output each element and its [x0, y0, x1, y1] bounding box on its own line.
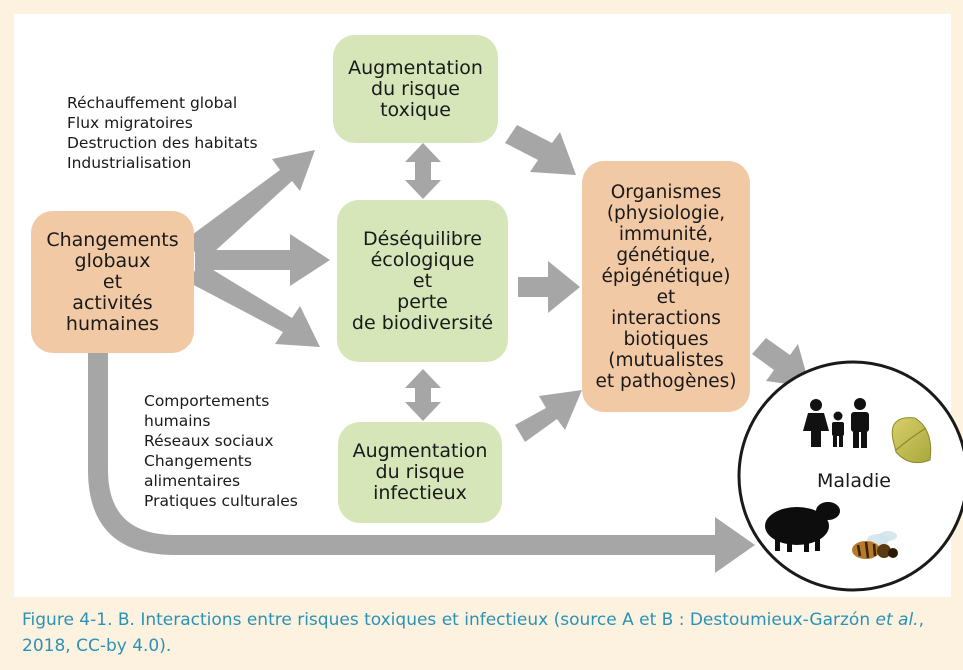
driver-item: Flux migratoires — [67, 114, 193, 132]
box-risque-infectieux: Augmentation du risque infectieux — [338, 422, 502, 523]
arrow-desequilibre-to-organismes — [518, 261, 580, 313]
drivers-list-top: Réchauffement global Flux migratoires De… — [67, 93, 258, 173]
caption-italic: et al. — [875, 610, 919, 630]
double-arrow-top — [405, 143, 441, 199]
arrow-to-infectieux — [188, 262, 320, 347]
people-family-icon — [803, 398, 869, 448]
arrow-to-maladie — [88, 352, 755, 573]
driver-item: Réchauffement global — [67, 94, 238, 112]
arrow-to-toxique — [185, 150, 315, 262]
maladie-label: Maladie — [817, 470, 891, 492]
driver-item: alimentaires — [144, 472, 241, 490]
driver-item: Industrialisation — [67, 154, 192, 172]
double-arrow-bottom — [405, 369, 441, 421]
drivers-list-bottom: Comportements humains Réseaux sociaux Ch… — [144, 391, 298, 511]
box-risque-toxique: Augmentation du risque toxique — [333, 35, 498, 143]
driver-item: Destruction des habitats — [67, 134, 258, 152]
driver-item: Pratiques culturales — [144, 492, 298, 510]
driver-item: humains — [144, 412, 211, 430]
box-changements-globaux: Changements globaux et activités humaine… — [31, 211, 194, 353]
driver-item: Comportements — [144, 392, 270, 410]
caption-text-end: , 2018, CC-by 4.0). — [22, 610, 924, 656]
arrow-infectieux-to-organismes — [515, 390, 582, 442]
caption-text: Figure 4-1. B. Interactions entre risque… — [22, 610, 876, 630]
driver-item: Changements — [144, 452, 252, 470]
arrow-toxique-to-organismes — [505, 125, 576, 175]
leaf-icon — [891, 417, 932, 464]
box-organismes: Organismes (physiologie, immunité, génét… — [582, 161, 750, 412]
bee-icon — [852, 531, 898, 559]
box-desequilibre-ecologique: Déséquilibre écologique et perte de biod… — [337, 200, 508, 362]
arrow-to-desequilibre — [195, 234, 330, 286]
figure-caption: Figure 4-1. B. Interactions entre risque… — [22, 607, 942, 659]
driver-item: Réseaux sociaux — [144, 432, 274, 450]
arrow-organismes-to-maladie — [752, 338, 810, 387]
sheep-icon — [765, 502, 840, 552]
